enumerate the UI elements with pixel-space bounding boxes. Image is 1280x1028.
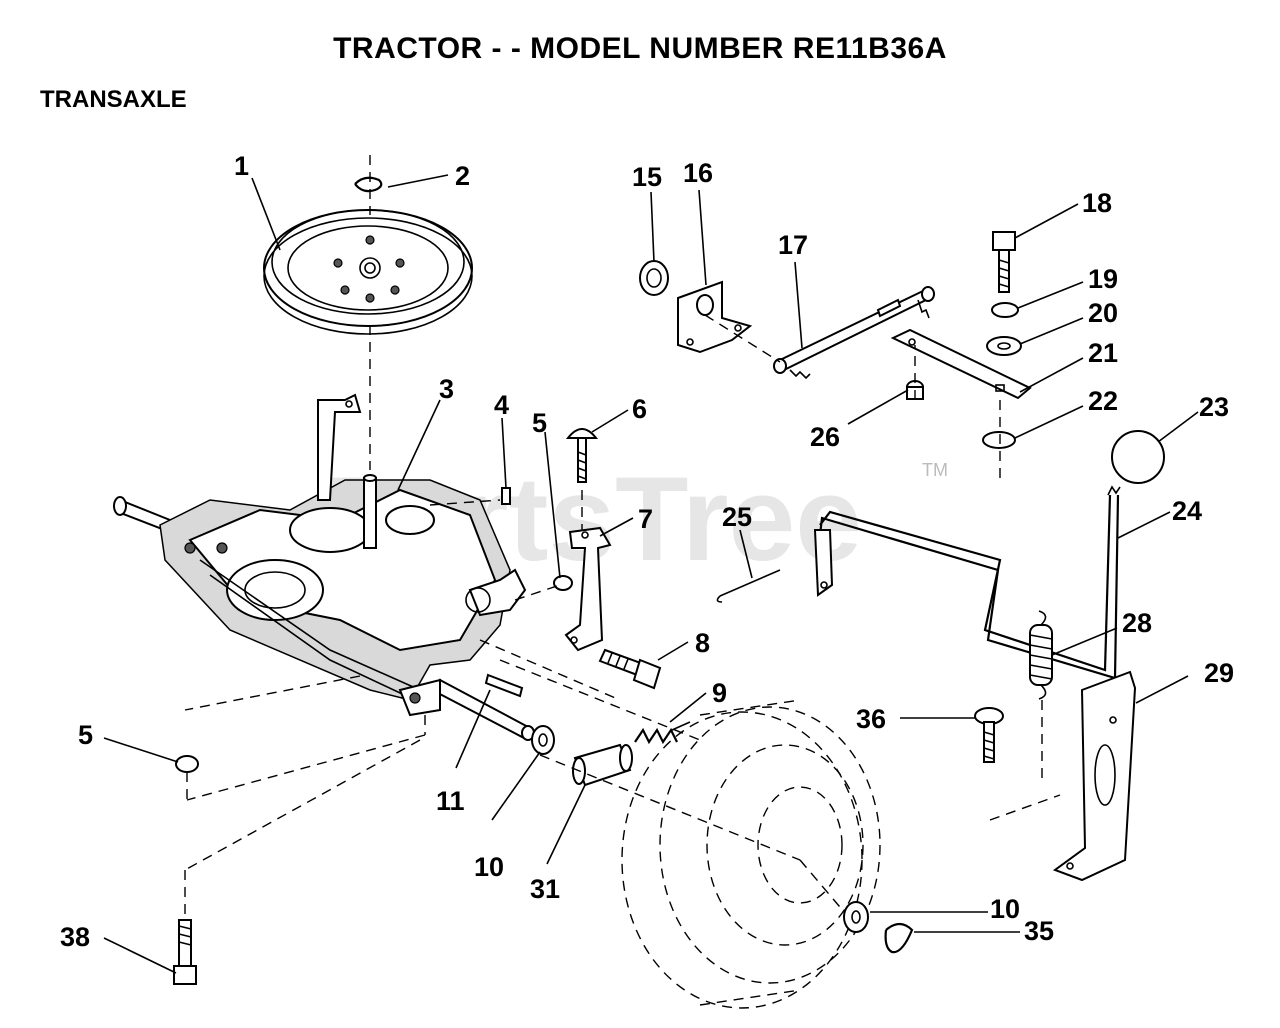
callout-21: 21 (1088, 338, 1118, 368)
callout-20: 20 (1088, 298, 1118, 328)
part-nut-lower (175, 755, 199, 773)
part-shift-knob (1111, 430, 1165, 484)
callout-23: 23 (1199, 392, 1229, 422)
part-screw-36 (974, 707, 1004, 763)
part-washer-left (531, 725, 555, 755)
part-key (501, 487, 511, 505)
callout-22: 22 (1088, 386, 1118, 416)
callout-7: 7 (638, 504, 653, 534)
part-transaxle-housing (113, 393, 535, 741)
callout-5-lower: 5 (78, 720, 93, 750)
callout-19: 19 (1088, 264, 1118, 294)
callout-10-left: 10 (474, 852, 504, 882)
part-pivot-bracket (677, 280, 753, 354)
callout-15: 15 (632, 162, 662, 192)
callout-35: 35 (1024, 916, 1054, 946)
callout-26: 26 (810, 422, 840, 452)
callout-31: 31 (530, 874, 560, 904)
part-hex-bolt (598, 648, 662, 690)
callout-28: 28 (1122, 608, 1152, 638)
diagram-title: TRACTOR - - MODEL NUMBER RE11B36A (333, 32, 947, 65)
callout-labels: 1 2 3 4 5 6 7 8 9 10 11 5 31 38 15 16 17… (60, 151, 1234, 952)
callout-4: 4 (494, 390, 509, 420)
part-carriage-bolt (565, 428, 599, 483)
section-title: TRANSAXLE (40, 86, 187, 113)
callout-18: 18 (1082, 188, 1112, 218)
part-washer-20 (986, 336, 1022, 356)
part-washer-19 (991, 302, 1019, 318)
callout-1: 1 (234, 151, 249, 181)
callout-29: 29 (1204, 658, 1234, 688)
callout-9: 9 (712, 678, 727, 708)
watermark-trademark: TM (922, 460, 948, 480)
callout-5-upper: 5 (532, 408, 547, 438)
part-shift-rod (773, 286, 935, 380)
callout-38: 38 (60, 922, 90, 952)
part-bolt-18 (992, 231, 1016, 293)
part-washer-right (843, 901, 869, 933)
part-wheel (621, 699, 881, 1009)
part-bracket (564, 526, 612, 652)
callout-11: 11 (436, 786, 465, 816)
callout-36: 36 (856, 704, 886, 734)
part-spring-large (1029, 610, 1053, 700)
assembly-lines (184, 314, 1061, 920)
callout-17: 17 (778, 230, 808, 260)
part-shift-plate (890, 328, 1032, 400)
callout-3: 3 (439, 374, 454, 404)
callout-6: 6 (632, 394, 647, 424)
part-retainer-35 (884, 922, 914, 954)
callout-25: 25 (722, 502, 752, 532)
part-washer-15 (639, 260, 669, 296)
part-spring-small (634, 721, 691, 745)
part-shift-lever (813, 485, 1121, 680)
leader-lines (103, 174, 1199, 974)
part-retaining-ring (354, 176, 383, 193)
callout-24: 24 (1172, 496, 1202, 526)
callout-8: 8 (695, 628, 710, 658)
part-pulley (263, 209, 473, 335)
part-washer-22 (982, 431, 1016, 449)
part-nut-upper (553, 575, 573, 591)
part-spacer (572, 743, 633, 787)
part-bolt-38 (173, 919, 197, 985)
part-square-key (484, 673, 524, 698)
part-lever-bracket (1052, 670, 1137, 882)
callout-16: 16 (683, 158, 713, 188)
callout-10-right: 10 (990, 894, 1020, 924)
part-cotter-pin (716, 569, 781, 603)
callout-2: 2 (455, 161, 470, 191)
